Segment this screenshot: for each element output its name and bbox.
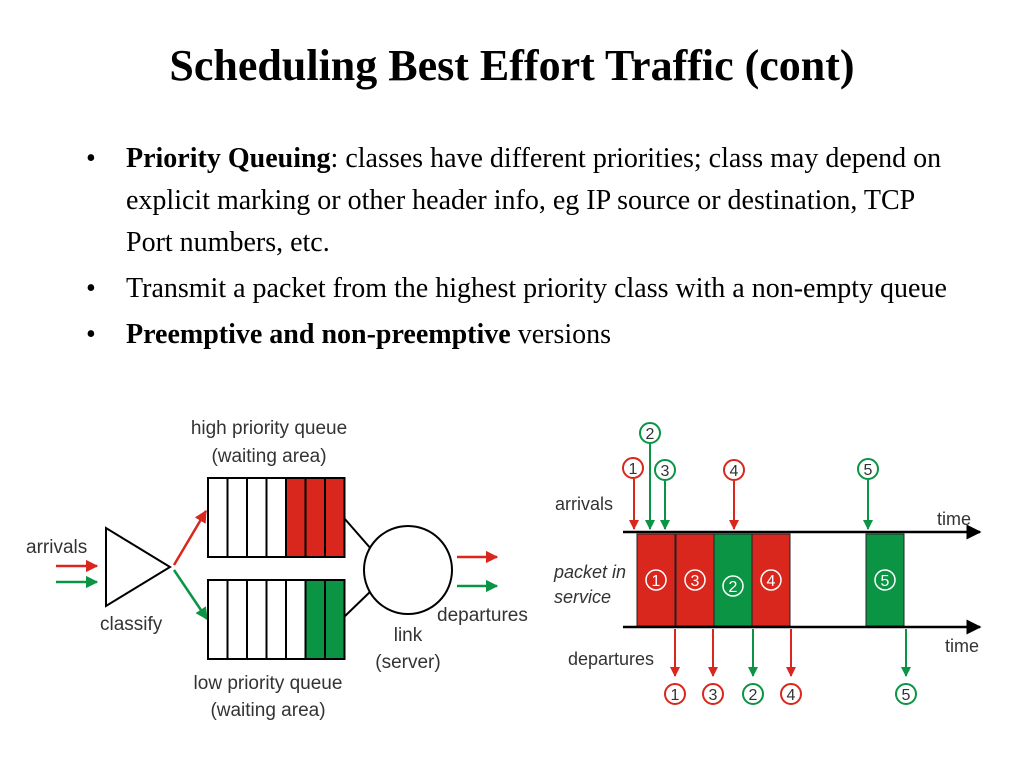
bullet-item: • Priority Queuing: classes have differen… bbox=[84, 138, 964, 264]
departure-marker-3-label: 3 bbox=[709, 687, 718, 704]
arrival-markers: 1 2 3 4 5 bbox=[622, 422, 879, 530]
high-queue-slot bbox=[207, 477, 229, 558]
server-label: (server) bbox=[375, 652, 440, 673]
arrivals-label: arrivals bbox=[26, 537, 87, 558]
departure-marker-5-label: 5 bbox=[902, 687, 911, 704]
departure-marker-4-label: 4 bbox=[787, 687, 796, 704]
departure-markers: 1 3 2 4 5 bbox=[664, 629, 917, 705]
service-block-label: 2 bbox=[729, 579, 738, 596]
service-block-badge bbox=[645, 569, 667, 591]
departure-marker-2-label: 2 bbox=[749, 687, 758, 704]
packet-in-label: packet in bbox=[553, 562, 626, 582]
service-block-label: 3 bbox=[691, 573, 700, 590]
low-queue-slot bbox=[207, 579, 229, 660]
high-queue-label: high priority queue bbox=[191, 418, 347, 439]
arrival-marker-5-circle bbox=[857, 458, 879, 480]
to-low-queue-arrow bbox=[172, 569, 209, 621]
departure-marker-1-label: 1 bbox=[671, 687, 680, 704]
classifier-triangle bbox=[105, 526, 172, 608]
service-block-label: 4 bbox=[767, 573, 776, 590]
bullet-dot: • bbox=[86, 319, 96, 350]
departure-marker-2-circle bbox=[742, 683, 764, 705]
bullet-item: • Preemptive and non-preemptive versions bbox=[84, 314, 964, 356]
arrival-marker-3-label: 3 bbox=[661, 463, 670, 480]
link-label: link bbox=[394, 625, 423, 646]
low-queue-slot-filled bbox=[304, 579, 326, 660]
low-queue-slot-filled bbox=[324, 579, 346, 660]
timeline-departures-label: departures bbox=[568, 649, 654, 669]
high-queue-slot bbox=[246, 477, 268, 558]
arrival-marker-4-label: 4 bbox=[730, 463, 739, 480]
arrival-marker-5-label: 5 bbox=[864, 462, 873, 479]
high-queue-slot-filled bbox=[285, 477, 307, 558]
low-priority-queue bbox=[207, 579, 346, 660]
classify-label: classify bbox=[100, 614, 163, 635]
service-label: service bbox=[554, 587, 611, 607]
to-high-queue-arrow bbox=[172, 509, 208, 566]
top-time-label: time bbox=[937, 509, 971, 529]
bullet-bold: Priority Queuing bbox=[126, 143, 331, 174]
low-queue-sublabel: (waiting area) bbox=[210, 700, 325, 721]
low-queue-connector bbox=[343, 589, 373, 618]
departure-marker-4-circle bbox=[780, 683, 802, 705]
service-block-badge bbox=[874, 569, 896, 591]
timeline-arrivals-label: arrivals bbox=[555, 494, 613, 514]
service-block-label: 1 bbox=[652, 573, 661, 590]
service-blocks: 1 3 2 4 5 bbox=[636, 533, 905, 627]
arrival-marker-4-circle bbox=[723, 459, 745, 481]
low-queue-slot bbox=[246, 579, 268, 660]
bullet-dot: • bbox=[86, 273, 96, 304]
service-block-badge bbox=[684, 569, 706, 591]
arrival-marker-2-label: 2 bbox=[646, 426, 655, 443]
service-block-badge bbox=[722, 575, 744, 597]
departure-marker-5-circle bbox=[895, 683, 917, 705]
service-block-4 bbox=[751, 533, 791, 627]
bullet-text: Transmit a packet from the highest prior… bbox=[126, 273, 947, 304]
bullet-bold: Preemptive and non-preemptive bbox=[126, 319, 511, 350]
high-queue-sublabel: (waiting area) bbox=[211, 446, 326, 467]
timeline-diagram: arrivals packet in service departures 1 3… bbox=[553, 422, 982, 705]
service-block-badge bbox=[760, 569, 782, 591]
high-queue-slot bbox=[265, 477, 287, 558]
departure-marker-1-circle bbox=[664, 683, 686, 705]
arrival-marker-1-circle bbox=[622, 457, 644, 479]
arrival-marker-3-circle bbox=[654, 459, 676, 481]
bullet-text: : classes have different priorities; cla… bbox=[126, 143, 942, 258]
service-block-1 bbox=[636, 533, 676, 627]
slide-title: Scheduling Best Effort Traffic (cont) bbox=[169, 41, 855, 90]
service-block-5 bbox=[865, 533, 905, 627]
high-queue-slot bbox=[226, 477, 248, 558]
link-server-circle bbox=[363, 525, 453, 615]
departures-label: departures bbox=[437, 605, 528, 626]
arrival-marker-1-label: 1 bbox=[629, 461, 638, 478]
low-queue-slot bbox=[226, 579, 248, 660]
high-priority-queue bbox=[207, 477, 346, 558]
low-queue-slot bbox=[265, 579, 287, 660]
low-queue-label: low priority queue bbox=[194, 673, 343, 694]
high-queue-slot-filled bbox=[324, 477, 346, 558]
bottom-time-label: time bbox=[945, 636, 979, 656]
arrival-marker-2-circle bbox=[639, 422, 661, 444]
bullet-item: • Transmit a packet from the highest prio… bbox=[84, 268, 964, 310]
low-queue-slot bbox=[285, 579, 307, 660]
departure-marker-3-circle bbox=[702, 683, 724, 705]
high-queue-slot-filled bbox=[304, 477, 326, 558]
bullet-list: • Priority Queuing: classes have differen… bbox=[84, 138, 964, 360]
bullet-text: versions bbox=[510, 319, 612, 350]
bullet-dot: • bbox=[86, 143, 96, 174]
high-queue-connector bbox=[343, 517, 373, 551]
service-block-label: 5 bbox=[881, 573, 890, 590]
queue-diagram: high priority queue (waiting area) arriv… bbox=[26, 418, 528, 721]
